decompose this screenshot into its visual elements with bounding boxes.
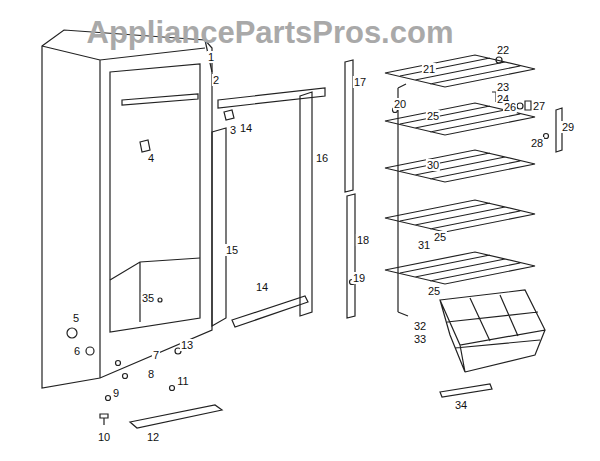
shelf-25	[385, 252, 535, 284]
part-5	[67, 328, 77, 338]
callout-number: 8	[147, 368, 155, 380]
part-6	[86, 347, 94, 355]
part-26	[517, 103, 523, 109]
basket-33	[440, 290, 545, 372]
shelf-wire	[398, 84, 408, 316]
callout-number: 25	[426, 110, 440, 122]
callout-number: 34	[454, 399, 468, 411]
callout-number: 33	[413, 333, 427, 345]
callout-number: 3	[229, 124, 237, 136]
part-10	[100, 414, 108, 425]
callout-number: 13	[180, 339, 194, 351]
part-7	[116, 361, 121, 366]
strip-16	[300, 92, 312, 316]
part-11	[170, 386, 175, 391]
callout-number: 25	[427, 285, 441, 297]
callout-number: 6	[73, 345, 81, 357]
strip-15	[212, 128, 226, 326]
callout-number: 31	[417, 239, 431, 251]
bar-34	[440, 384, 492, 397]
cabinet-outline	[42, 30, 212, 388]
strip-14-bottom	[232, 296, 308, 327]
callout-number: 29	[561, 121, 575, 133]
part-22	[496, 57, 502, 63]
callout-number: 2	[212, 74, 220, 86]
callout-number: 32	[413, 320, 427, 332]
callout-number: 14	[255, 281, 269, 293]
part-9	[106, 396, 111, 401]
cabinet-liner	[110, 258, 200, 322]
callout-number: 27	[532, 100, 546, 112]
callout-number: 18	[356, 234, 370, 246]
shelf-21	[385, 55, 535, 87]
callout-number: 4	[147, 152, 155, 164]
callout-number: 35	[141, 292, 155, 304]
callout-number: 7	[152, 349, 160, 361]
callout-number: 19	[352, 272, 366, 284]
callout-number: 14	[239, 122, 253, 134]
part-4	[140, 140, 150, 152]
callout-number: 30	[426, 159, 440, 171]
callout-number: 10	[97, 431, 111, 443]
part-3	[224, 110, 234, 120]
part-28	[544, 134, 549, 139]
strip-14-top	[218, 88, 325, 108]
callout-number: 12	[146, 431, 160, 443]
callout-number: 1	[207, 51, 215, 63]
grille-12	[130, 405, 222, 428]
part-27	[525, 101, 531, 110]
callout-number: 17	[353, 76, 367, 88]
callout-number: 15	[225, 244, 239, 256]
cabinet-edge	[42, 46, 205, 378]
part-35	[158, 298, 162, 302]
callout-number: 26	[503, 101, 517, 113]
rail-18	[347, 194, 355, 318]
callout-number: 11	[176, 375, 189, 387]
shelf-25	[385, 200, 535, 232]
watermark: AppliancePartsPros.com	[87, 16, 454, 50]
rail-17	[345, 60, 353, 192]
cabinet-opening	[110, 64, 200, 332]
part-8	[123, 374, 128, 379]
callout-number: 22	[496, 44, 510, 56]
callout-number: 20	[393, 98, 407, 110]
shelf-30	[385, 150, 535, 182]
callout-number: 25	[433, 231, 447, 243]
callout-number: 23	[496, 81, 510, 93]
callout-number: 5	[72, 312, 80, 324]
callout-number: 28	[530, 137, 544, 149]
callout-number: 9	[112, 387, 120, 399]
callout-number: 21	[422, 63, 436, 75]
top-bar	[122, 94, 198, 105]
callout-number: 16	[315, 152, 329, 164]
